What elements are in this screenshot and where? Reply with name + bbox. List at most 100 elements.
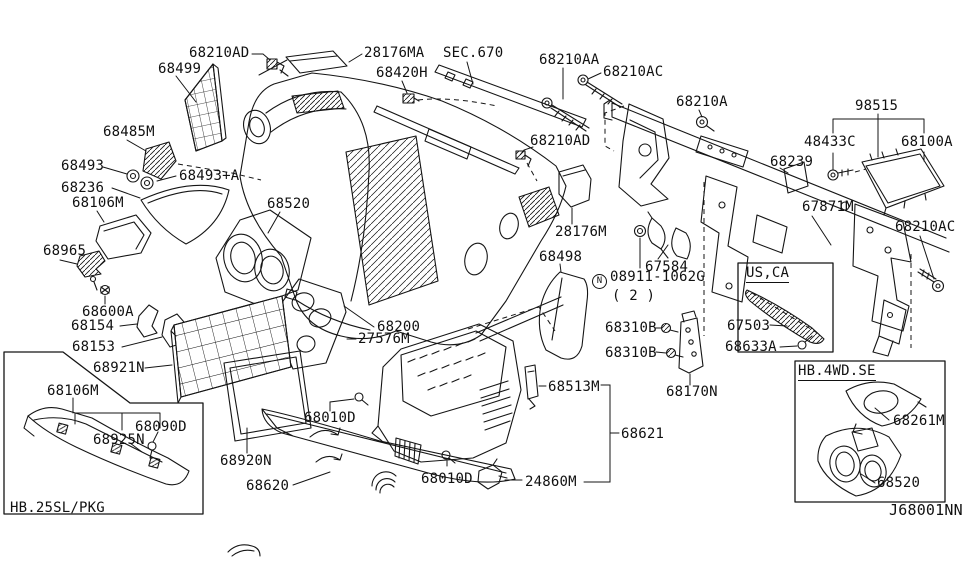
part-number-text: 68170N <box>666 384 718 400</box>
part-label-67503-29: 67503 <box>727 319 770 333</box>
part-number-text: SEC.670 <box>443 45 504 61</box>
part-label-67871m-18: 67871M <box>802 199 854 215</box>
part-label-48433c-11: 48433C <box>804 134 856 150</box>
part-label-68965-21: 68965 <box>43 243 87 259</box>
note-box-hb4wd <box>794 360 946 503</box>
clips-68493 <box>126 169 154 190</box>
part-number-text: 67871M <box>802 199 854 215</box>
part-number-text: 08911-1062G <box>610 269 705 285</box>
part-label-68210ad-19: 68210AD <box>530 133 591 149</box>
part-number-text: 68090D <box>135 419 187 435</box>
part-label-28176m-20: 28176M <box>555 224 607 240</box>
steering-member-beam <box>603 99 950 357</box>
part-number-text: 68493 <box>61 158 105 174</box>
part-bracket-68154 <box>136 304 159 338</box>
part-label-68010d-42: 68010D <box>304 410 356 426</box>
part-number-text: 68210AD <box>530 133 591 149</box>
bolt-68210ac-right <box>917 268 945 293</box>
part-label-68153-31: 68153 <box>72 339 116 355</box>
part-label-68420h-4: 68420H <box>376 65 428 81</box>
note-box-hb25sl <box>3 351 204 515</box>
part-number-text: HB.4WD.SE <box>798 363 876 381</box>
part-defroster-grille <box>140 184 230 245</box>
part-number-text: 68600A <box>82 304 134 320</box>
part-number-text: 68153 <box>72 339 116 355</box>
part-number-text: US,CA <box>746 265 790 283</box>
part-label-68200-32: 68200 <box>377 319 421 335</box>
part-label-68621-43: 68621 <box>621 427 664 441</box>
part-pad-lid <box>285 50 348 74</box>
part-number-text: 68520 <box>877 475 921 491</box>
part-number-text: 68965 <box>43 243 87 259</box>
part-number-text: 68925N <box>93 432 145 448</box>
part-label-68513m-38: 68513M <box>548 379 600 395</box>
part-number-text: 28176MA <box>364 45 425 61</box>
part-label-68210aa-5: 68210AA <box>539 52 600 68</box>
part-number-text: HB.25SL/PKG <box>10 500 105 516</box>
part-number-text: 28176M <box>555 224 607 240</box>
part-label-sec-670-3: SEC.670 <box>443 45 504 61</box>
part-number-text: 68200 <box>377 319 421 335</box>
bolt-68210aa <box>541 97 590 132</box>
part-label-68236-15: 68236 <box>61 181 104 195</box>
part-number-text: 68010D <box>421 471 473 487</box>
part-number-text: 48433C <box>804 134 856 150</box>
part-airbag-module <box>840 148 945 216</box>
part-number-text: 68920N <box>220 453 272 469</box>
part-number-text: 68520 <box>267 196 311 212</box>
part-label-28176ma-2: 28176MA <box>364 45 425 61</box>
part-label-68210ac-22: 68210AC <box>895 220 955 234</box>
part-label-plate <box>783 161 809 194</box>
part-label-27576m-33: 27576M <box>358 332 410 346</box>
quantity-note: ( 2 ) <box>612 288 656 304</box>
part-label-68170n-37: 68170N <box>666 384 718 400</box>
part-label-68090d-40: 68090D <box>135 419 187 435</box>
part-number-text: 68498 <box>539 249 583 265</box>
part-number-text: 68633A <box>725 339 777 355</box>
part-label-68520-51: 68520 <box>877 475 921 491</box>
part-label-68154-28: 68154 <box>71 319 114 333</box>
part-number-text: 68921N <box>93 360 145 376</box>
part-label-68925n-41: 68925N <box>93 432 145 448</box>
dashed-reference-lines <box>177 98 912 348</box>
part-number-text: 68513M <box>548 379 600 395</box>
part-number-text: 68106M <box>72 195 124 211</box>
part-number-text: 68210AA <box>539 52 600 68</box>
part-number-text: 68261M <box>893 413 945 429</box>
part-latch-68513m <box>524 364 539 410</box>
clip-68420h <box>402 93 420 104</box>
bolt-68010d-upper <box>354 392 369 406</box>
part-number-text: J68001NN <box>889 501 963 519</box>
part-number-text: 68106M <box>47 383 99 399</box>
part-label-68920n-44: 68920N <box>220 453 272 469</box>
note-box-usca <box>725 262 834 353</box>
part-number-text: 98515 <box>855 98 899 114</box>
part-cluster-lid <box>95 214 152 260</box>
part-number-text: 68420H <box>376 65 428 81</box>
part-label-68921n-36: 68921N <box>93 360 145 376</box>
part-label-68620-47: 68620 <box>246 478 290 494</box>
clip-68210ad-top <box>266 58 289 77</box>
part-label-68010d-45: 68010D <box>421 471 473 487</box>
part-glove-box-door <box>223 350 312 442</box>
part-label-68261m-50: 68261M <box>893 413 945 429</box>
part-number-text: 68620 <box>246 478 290 494</box>
part-bracket-68485m <box>142 141 177 180</box>
part-number-text: 68310B <box>605 345 657 361</box>
bolt-68310b-lower <box>665 347 684 359</box>
part-label-68310b-34: 68310B <box>605 320 657 336</box>
part-speaker-grille <box>184 63 227 152</box>
part-label-68520-17: 68520 <box>267 196 311 212</box>
part-label-68493-a-13: 68493+A <box>179 168 240 184</box>
part-mesh-panel <box>170 295 292 404</box>
part-number-text: 68493+A <box>179 168 240 184</box>
part-label-us-ca-26: US,CA <box>746 265 790 283</box>
part-number-text: 68010D <box>304 410 356 426</box>
part-sec670-strip <box>434 64 587 128</box>
part-number-text: 68310B <box>605 320 657 336</box>
part-nut <box>633 224 647 238</box>
instrument-panel-assembly <box>239 72 567 346</box>
part-label-68600a-27: 68600A <box>82 304 134 320</box>
